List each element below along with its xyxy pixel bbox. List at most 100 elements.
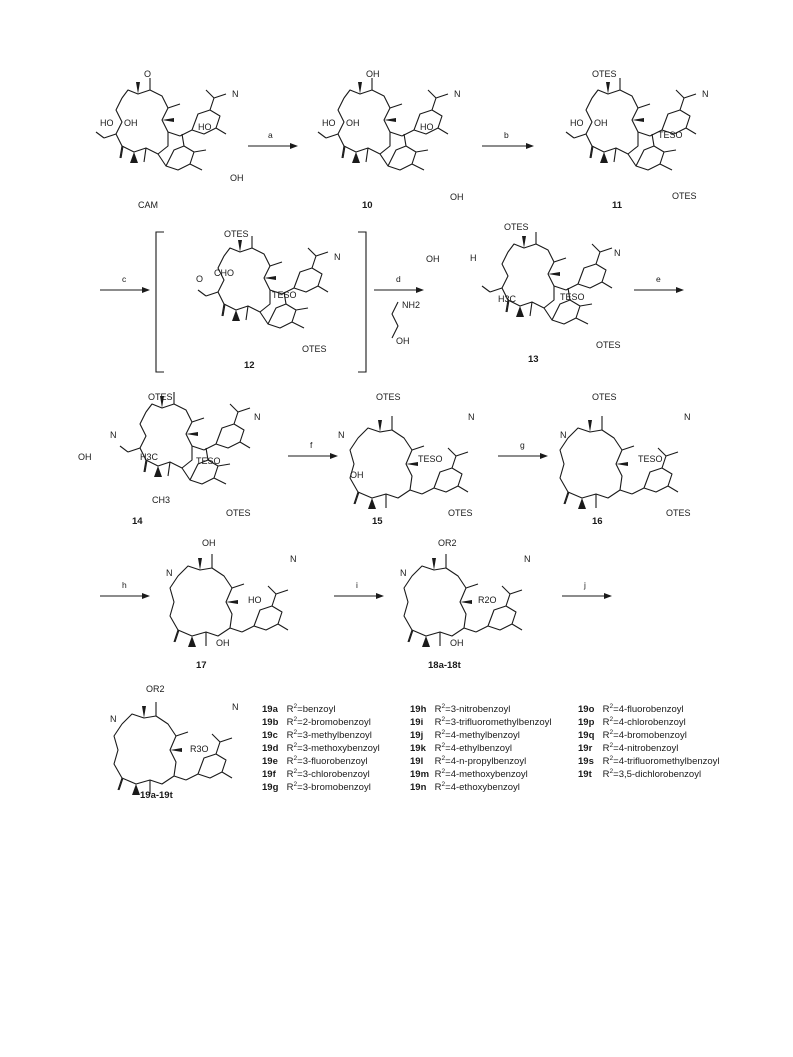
legend-row: 19d R2=3-methoxybenzoyl (262, 741, 380, 754)
atom-ho: HO (100, 118, 114, 128)
compound-label-19: 19a-19t (140, 790, 174, 801)
legend-row: 19j R2=4-methylbenzoyl (410, 728, 520, 741)
compound-label-17: 17 (196, 660, 207, 671)
compound-label-10: 10 (362, 200, 373, 211)
atom-ho: HO (198, 122, 212, 132)
legend-row: 19m R2=4-methoxybenzoyl (410, 767, 528, 780)
step-label-g: g (520, 440, 525, 450)
atom-teso: TESO (638, 454, 663, 464)
atom-r2o: R2O (478, 595, 497, 605)
legend-column-1: 19a R2=benzoyl 19b R2=2-bromobenzoyl 19c… (262, 703, 380, 794)
atom-otes: OTES (226, 508, 251, 518)
arrow-a (248, 143, 298, 149)
atom-n: N (614, 248, 621, 258)
step-label-e: e (656, 274, 661, 284)
atom-n: N (454, 89, 461, 99)
atom-otes: OTES (448, 508, 473, 518)
atom-n: N (684, 412, 691, 422)
atom-ch3: CH3 (152, 495, 170, 505)
atom-o: O (196, 274, 203, 284)
atom-otes: OTES (666, 508, 691, 518)
legend-row: 19l R2=4-n-propylbenzoyl (410, 754, 527, 767)
atom-n: N (524, 554, 531, 564)
bracket-left (155, 231, 164, 373)
legend-row: 19n R2=4-ethoxybenzoyl (410, 780, 520, 793)
reagent-ethanolamine (391, 301, 399, 339)
step-label-a: a (268, 130, 273, 140)
atom-oh: OH (366, 69, 380, 79)
atom-oh: OH (450, 638, 464, 648)
atom-oh: OH (396, 336, 410, 346)
arrow-f (288, 453, 338, 459)
structure-11: OTES HO OH N TESO OTES (565, 69, 709, 201)
atom-oh: OH (202, 538, 216, 548)
atom-o: O (144, 69, 151, 79)
atom-otes: OTES (592, 69, 617, 79)
step-label-h: h (122, 580, 127, 590)
structure-18: OR2 N OH N R2O (400, 538, 531, 648)
atom-n: N (254, 412, 261, 422)
legend-column-3: 19o R2=4-fluorobenzoyl 19p R2=4-chlorobe… (578, 703, 720, 781)
atom-otes: OTES (224, 229, 249, 239)
atom-teso: TESO (658, 130, 683, 140)
atom-n: N (334, 252, 341, 262)
atom-h3c: H3C (498, 294, 517, 304)
structure-15: OTES N OH N TESO OTES (338, 392, 475, 518)
atom-ho: HO (570, 118, 584, 128)
atom-or2: OR2 (438, 538, 457, 548)
arrow-j (562, 593, 612, 599)
compound-label-11: 11 (612, 200, 623, 211)
atom-otes: OTES (592, 392, 617, 402)
compound-label-16: 16 (592, 516, 603, 527)
structure-cam: O HO OH N HO OH (95, 69, 244, 183)
step-label-d: d (396, 274, 401, 284)
atom-oh: OH (350, 470, 364, 480)
legend-row: 19h R2=3-nitrobenzoyl (410, 702, 511, 715)
atom-n: N (400, 568, 407, 578)
legend-row: 19t R2=3,5-dichlorobenzoyl (578, 767, 702, 780)
atom-n: N (338, 430, 345, 440)
atom-n: N (702, 89, 709, 99)
step-label-j: j (583, 580, 586, 590)
compound-label-cam: CAM (138, 200, 158, 210)
legend-row: 19o R2=4-fluorobenzoyl (578, 702, 684, 715)
compound-label-14: 14 (132, 516, 143, 527)
atom-ho: HO (248, 595, 262, 605)
structure-13: OTES H OH H3C N TESO OTES (426, 222, 621, 350)
arrow-b (482, 143, 534, 149)
atom-otes: OTES (596, 340, 621, 350)
atom-n: N (166, 568, 173, 578)
atom-oh: OH (426, 254, 440, 264)
atom-oh: OH (346, 118, 360, 128)
atom-oh: OH (450, 192, 464, 202)
atom-n: N (468, 412, 475, 422)
structure-19: OR2 N N R3O (110, 684, 239, 796)
step-label-b: b (504, 130, 509, 140)
atom-otes: OTES (672, 191, 697, 201)
atom-cho: CHO (214, 268, 234, 278)
step-label-c: c (122, 274, 127, 284)
structure-17: OH N OH N HO (166, 538, 297, 648)
step-label-f: f (310, 440, 313, 450)
atom-n: N (232, 702, 239, 712)
atom-oh: OH (594, 118, 608, 128)
arrow-g (498, 453, 548, 459)
atom-nh2: NH2 (402, 300, 420, 310)
atom-n: N (110, 714, 117, 724)
atom-oh: OH (216, 638, 230, 648)
legend-row: 19e R2=3-fluorobenzoyl (262, 754, 368, 767)
atom-oh: OH (124, 118, 138, 128)
atom-otes: OTES (148, 392, 173, 402)
legend-row: 19s R2=4-trifluoromethylbenzoyl (578, 754, 720, 767)
atom-n: N (560, 430, 567, 440)
arrow-c (100, 287, 150, 293)
atom-h: H (470, 253, 477, 263)
atom-h3c: H3C (140, 452, 159, 462)
atom-n: N (110, 430, 117, 440)
legend-row: 19r R2=4-nitrobenzoyl (578, 741, 679, 754)
arrow-e (634, 287, 684, 293)
compound-label-15: 15 (372, 516, 383, 527)
atom-ho: HO (322, 118, 336, 128)
bracket-right (358, 231, 367, 373)
